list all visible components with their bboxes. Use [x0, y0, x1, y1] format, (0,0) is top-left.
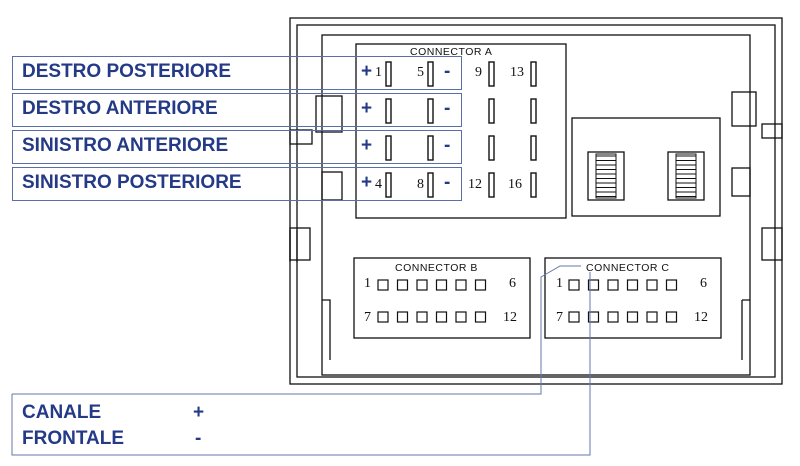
square-pin: [396, 311, 409, 323]
pin-slot: [385, 172, 392, 198]
connector-b-title: CONNECTOR B: [395, 262, 478, 274]
pin-slot: [488, 61, 495, 87]
pin-number: 1: [375, 65, 382, 80]
pin-slot: [530, 61, 537, 87]
label-sinistro-anteriore: SINISTRO ANTERIORE: [22, 135, 229, 156]
latch-left-top: [315, 95, 343, 133]
pin-slot: [488, 135, 495, 161]
pin-number: 8: [417, 177, 424, 192]
square-pin: [435, 311, 448, 323]
square-pin: [626, 311, 639, 323]
pin-number: 7: [364, 310, 371, 325]
label-destro-anteriore: DESTRO ANTERIORE: [22, 98, 218, 119]
square-pin: [607, 279, 619, 291]
pin-number: 5: [417, 65, 424, 80]
square-pin: [665, 311, 678, 323]
connector-c-frame: [544, 257, 722, 339]
side-tab-right-mid: [761, 227, 783, 261]
square-pin: [474, 279, 487, 291]
pin-number: 6: [700, 276, 707, 291]
label-box-sinistro-anteriore: [12, 130, 462, 164]
pin-number: 9: [475, 65, 482, 80]
label-box-destro-posteriore: [12, 56, 462, 90]
grill-frame: [595, 153, 617, 199]
plus-sign: +: [361, 172, 373, 193]
square-pin: [416, 279, 428, 291]
square-pin: [377, 279, 389, 291]
square-pin: [568, 311, 580, 323]
square-pin: [587, 279, 600, 291]
pin-number: 16: [508, 177, 522, 192]
label-box-destro-anteriore: [12, 93, 462, 127]
housing-inner: [296, 24, 776, 378]
label-box-sinistro-posteriore: [12, 167, 462, 201]
connector-c-title: CONNECTOR C: [586, 262, 670, 274]
pin-slot: [427, 135, 434, 161]
pin-slot: [530, 172, 537, 198]
latch-right-bottom: [731, 167, 751, 197]
pin-slot: [530, 135, 537, 161]
pin-number: 13: [510, 65, 524, 80]
connector-b-frame: [353, 257, 531, 339]
side-tab-right-top: [761, 123, 783, 139]
minus-sign: -: [444, 61, 451, 82]
connector-a-frame: [355, 43, 567, 219]
mini-module-frame: [571, 117, 721, 217]
minus-sign: -: [195, 428, 202, 449]
square-pin: [455, 311, 467, 323]
minus-sign: -: [444, 98, 451, 119]
pin-slot: [530, 98, 537, 124]
pin-number: 12: [694, 310, 708, 325]
housing-outer: [289, 17, 783, 385]
square-pin: [665, 279, 678, 291]
connector-a-slots: [385, 61, 537, 198]
pin-number: 12: [503, 310, 517, 325]
pin-slot: [427, 172, 434, 198]
square-pin: [646, 279, 658, 291]
minus-sign: -: [444, 135, 451, 156]
square-pin: [568, 279, 580, 291]
plus-sign: +: [361, 98, 373, 119]
frontale-label: FRONTALE: [22, 428, 125, 449]
minus-sign: -: [444, 172, 451, 193]
pin-slot: [427, 61, 434, 87]
square-pin: [416, 311, 428, 323]
connector-bc-pins: [377, 279, 678, 323]
plus-sign: +: [361, 135, 373, 156]
square-pin: [377, 311, 389, 323]
square-pin: [607, 311, 619, 323]
square-pin: [587, 311, 600, 323]
pin-number: 1: [364, 276, 371, 291]
label-destro-posteriore: DESTRO POSTERIORE: [22, 61, 232, 82]
pin-slot: [488, 98, 495, 124]
square-pin: [474, 311, 487, 323]
side-tab-left-mid: [289, 227, 311, 261]
square-pin: [646, 311, 658, 323]
pin-slot: [488, 172, 495, 198]
connector-a-title: CONNECTOR A: [410, 46, 493, 58]
square-pin: [626, 279, 639, 291]
square-pin: [435, 279, 448, 291]
pin-slot: [385, 135, 392, 161]
canale-label: CANALE: [22, 402, 102, 423]
plus-sign: +: [361, 61, 373, 82]
pin-number: 4: [375, 177, 382, 192]
square-pin: [455, 279, 467, 291]
leader-lines: [11, 265, 591, 456]
pin-number: 1: [556, 276, 563, 291]
label-sinistro-posteriore: SINISTRO POSTERIORE: [22, 172, 242, 193]
plus-sign: +: [193, 402, 205, 423]
pin-slot: [427, 98, 434, 124]
latch-right-top: [731, 91, 757, 127]
pin-number: 12: [468, 177, 482, 192]
pin-number: 6: [509, 276, 516, 291]
pin-slot: [385, 61, 392, 87]
housing-core: [321, 34, 751, 376]
mini-module-grills: [595, 153, 697, 199]
grill-frame: [675, 153, 697, 199]
pin-slot: [385, 98, 392, 124]
pin-number: 7: [556, 310, 563, 325]
square-pin: [396, 279, 409, 291]
